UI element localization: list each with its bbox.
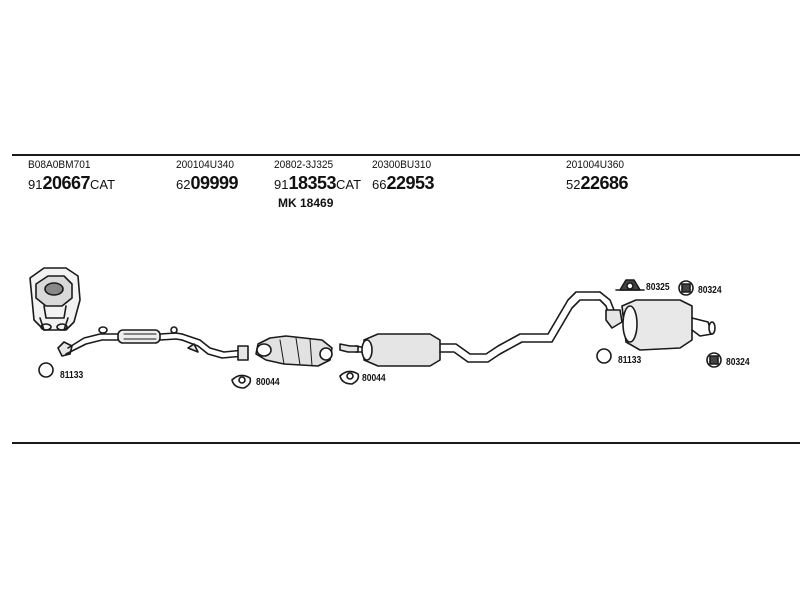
mounting-kit-ref: MK 18469	[278, 196, 334, 210]
front-pipe-drawing[interactable]	[57, 326, 183, 357]
part-middle-silencer[interactable]: 20300BU310 6622953	[372, 160, 436, 193]
intermediate-pipe-drawing[interactable]	[181, 333, 249, 361]
oe-code: 20802-3J325	[274, 159, 334, 171]
oe-code: B08A0BM701	[28, 159, 91, 171]
part-front-pipe[interactable]: 200104U340 6209999	[176, 160, 239, 193]
oe-code: 201004U360	[566, 159, 624, 171]
part-catalytic-converter-front[interactable]: B08A0BM701 9120667CAT	[28, 160, 115, 193]
rubber-mount-icon[interactable]	[615, 279, 645, 291]
rubber-hanger-icon[interactable]	[678, 280, 694, 296]
accessory-label-hanger-2: 80324	[726, 357, 750, 368]
part-catalytic-converter-middle[interactable]: 20802-3J325 9118353CAT MK 18469	[274, 159, 362, 210]
accessory-label-rubber-mount: 80325	[646, 282, 670, 293]
catalytic-converter-front-drawing[interactable]	[29, 267, 81, 331]
part-rear-silencer[interactable]: 201004U360 5222686	[566, 160, 629, 193]
catalytic-converter-middle-drawing[interactable]	[255, 335, 333, 367]
oe-code: 200104U340	[176, 159, 234, 171]
part-number: 5222686	[566, 173, 629, 193]
o-ring-icon[interactable]	[596, 348, 612, 364]
part-number: 6209999	[176, 173, 239, 193]
part-number: 9118353CAT	[274, 173, 362, 193]
o-ring-icon[interactable]	[38, 362, 54, 378]
top-divider	[12, 154, 800, 156]
gasket-icon[interactable]	[339, 370, 360, 385]
part-number: 9120667CAT	[28, 173, 116, 193]
oe-code: 20300BU310	[372, 159, 432, 171]
part-number: 6622953	[372, 173, 435, 193]
middle-silencer-drawing[interactable]	[339, 291, 601, 367]
accessory-label-o-ring-front: 81133	[60, 370, 84, 381]
rear-silencer-drawing[interactable]	[599, 291, 716, 351]
bottom-divider	[12, 442, 800, 444]
accessory-label-o-ring-rear: 81133	[618, 355, 642, 366]
rubber-hanger-icon[interactable]	[706, 352, 722, 368]
accessory-label-gasket-2: 80044	[362, 373, 386, 384]
accessory-label-hanger-1: 80324	[698, 285, 722, 296]
accessory-label-gasket-1: 80044	[256, 377, 280, 388]
gasket-icon[interactable]	[231, 374, 252, 389]
